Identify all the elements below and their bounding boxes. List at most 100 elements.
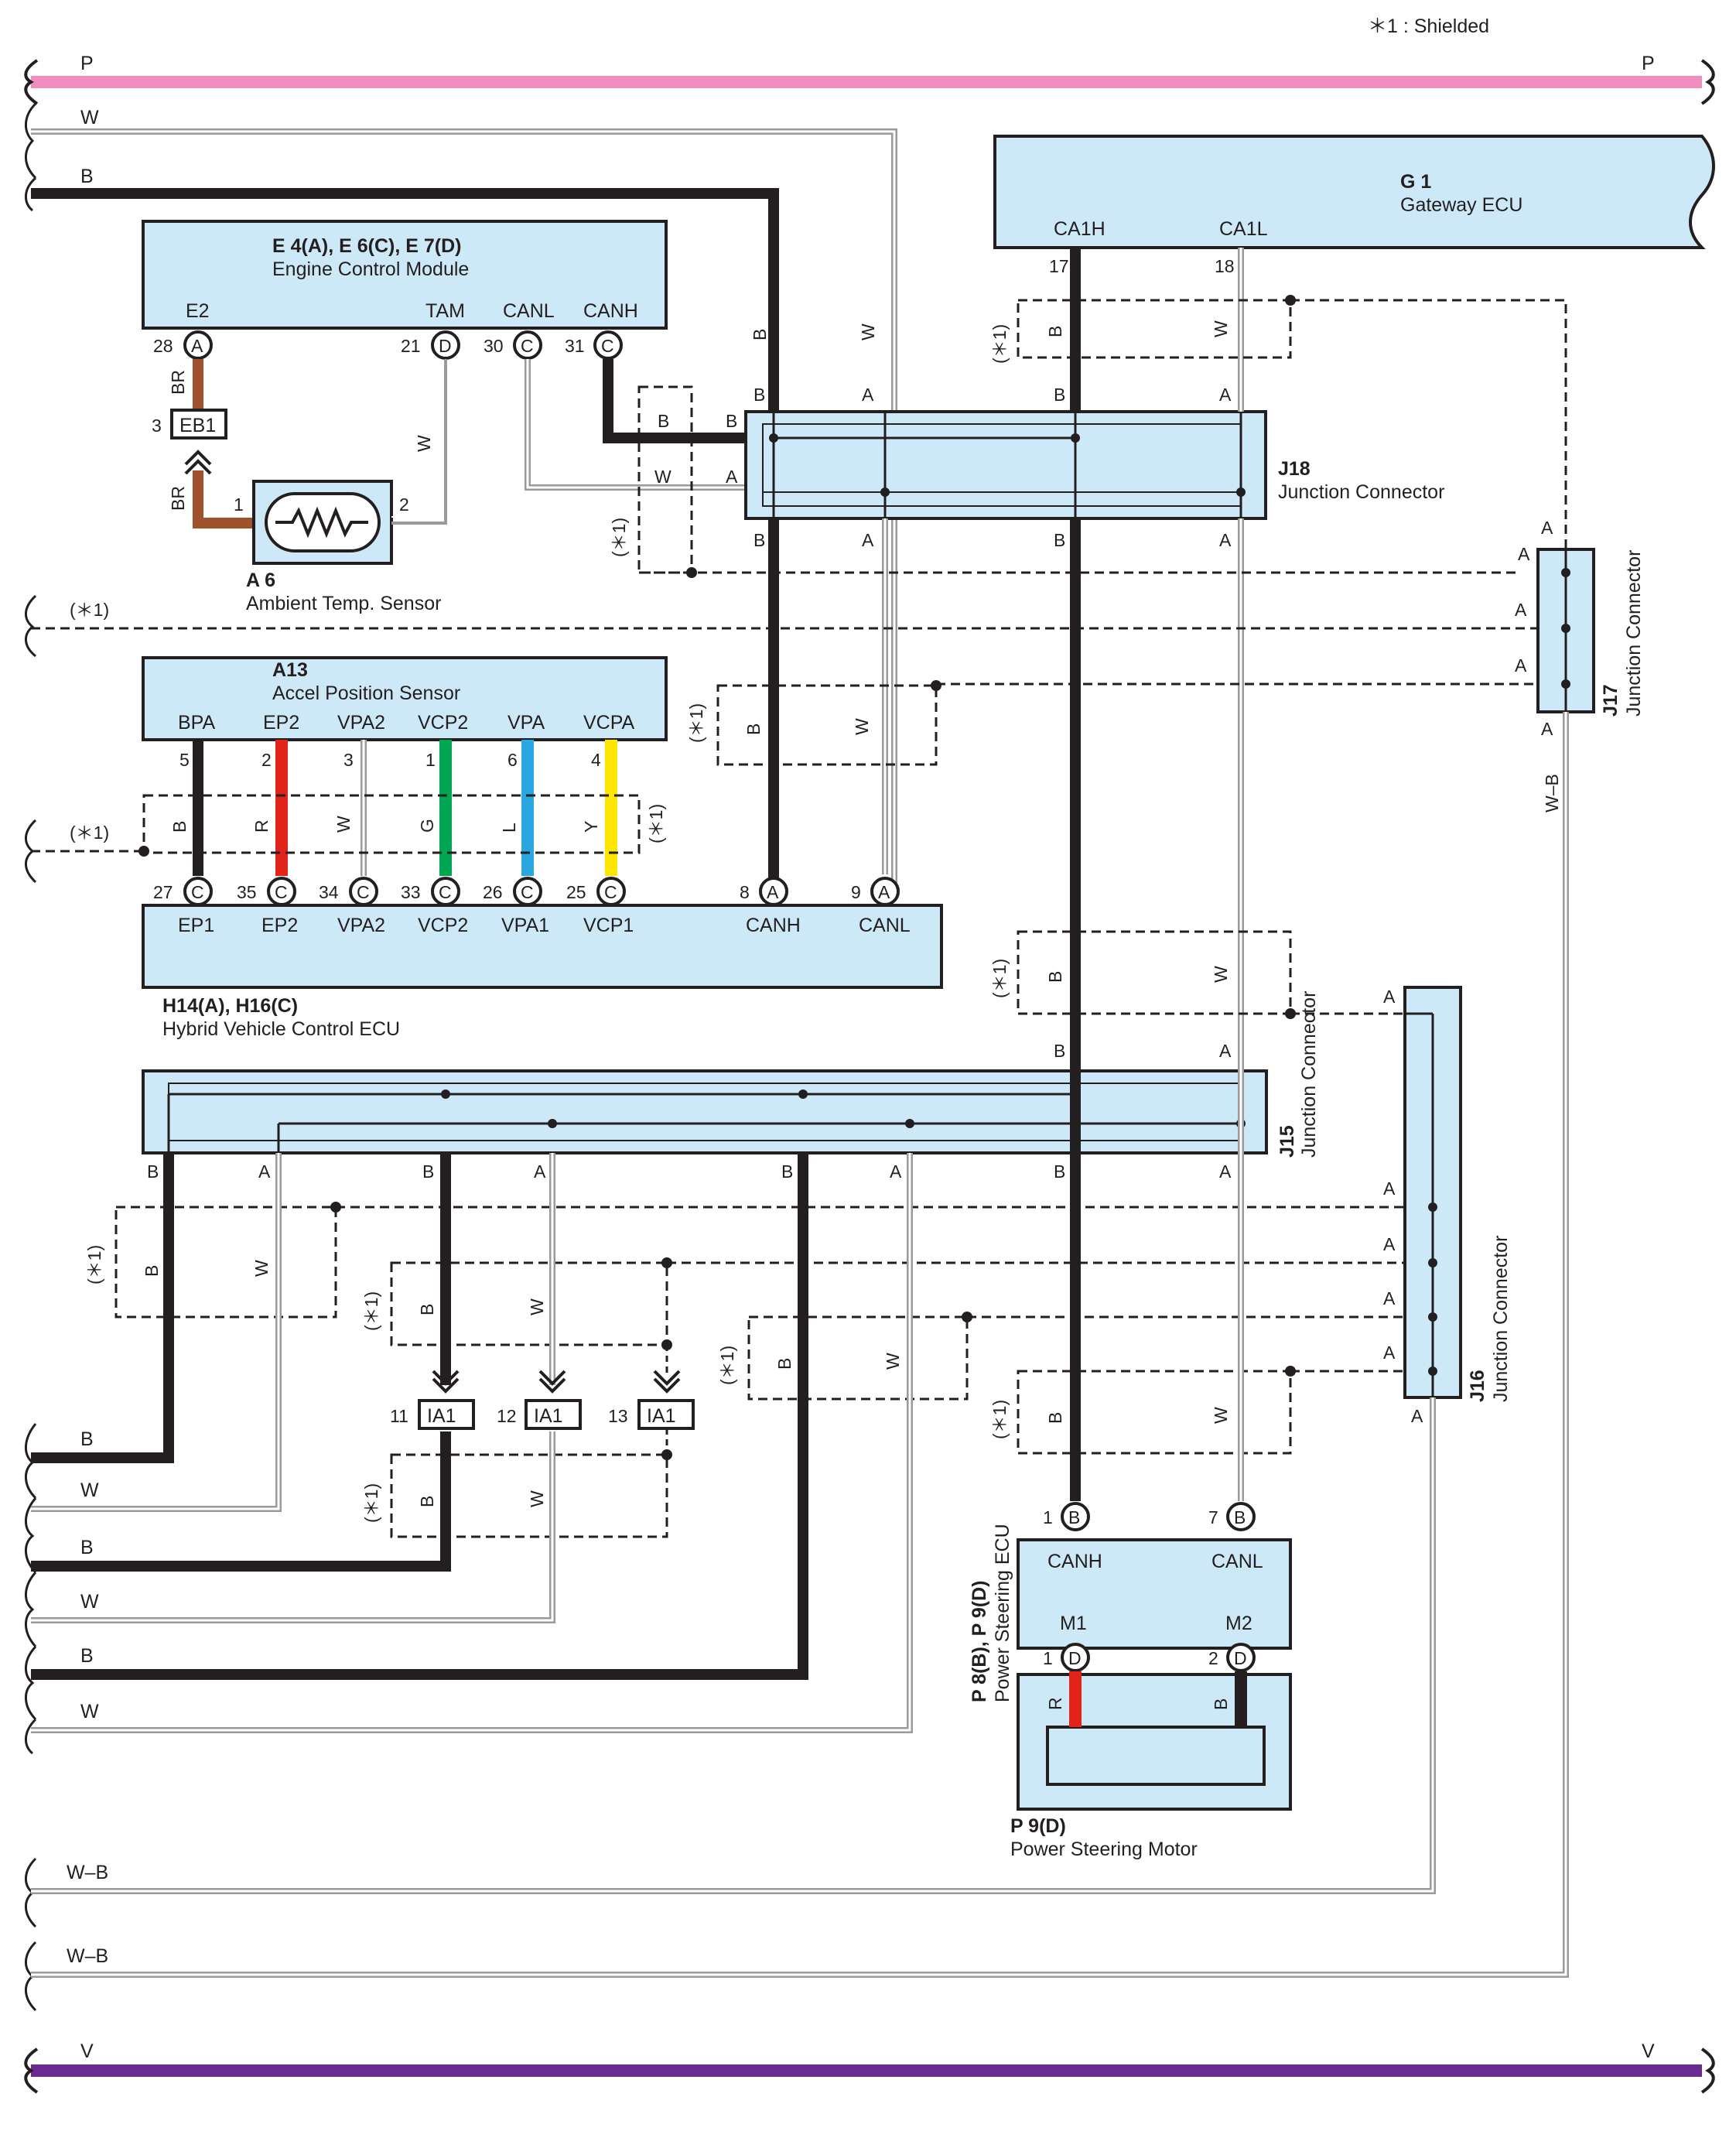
svg-text:A: A	[1411, 1406, 1423, 1426]
svg-text:W–B: W–B	[67, 1862, 108, 1883]
svg-text:B: B	[726, 411, 737, 431]
svg-text:EP2: EP2	[263, 712, 299, 734]
svg-text:A: A	[191, 336, 203, 356]
svg-text:IA1: IA1	[427, 1405, 456, 1427]
gateway-ref: G 1	[1400, 171, 1431, 193]
svg-text:12: 12	[497, 1406, 517, 1426]
svg-text:W: W	[527, 1490, 547, 1507]
svg-text:W: W	[414, 435, 434, 452]
svg-text:1: 1	[234, 494, 244, 515]
svg-text:W: W	[80, 1701, 99, 1722]
svg-text:IA1: IA1	[647, 1405, 676, 1427]
svg-text:A: A	[1219, 385, 1232, 405]
power-steering-motor: R B P 9(D) Power Steering Motor	[1010, 1671, 1292, 1860]
svg-text:B: B	[774, 1358, 795, 1370]
aps-name: Accel Position Sensor	[272, 682, 460, 704]
svg-text:M2: M2	[1225, 1613, 1252, 1634]
left-break-marks	[25, 102, 37, 2012]
svg-text:EP1: EP1	[178, 915, 214, 936]
svg-text:(＊1): (＊1)	[609, 518, 629, 557]
svg-text:W: W	[80, 107, 99, 128]
svg-text:A: A	[258, 1161, 271, 1182]
svg-text:30: 30	[484, 336, 504, 356]
bus-p-label-right: P	[1642, 53, 1655, 74]
svg-text:VPA1: VPA1	[501, 915, 549, 936]
j17-ref: J17	[1600, 684, 1622, 717]
ecm-pin-e2: E2	[186, 300, 210, 322]
svg-text:(＊1): (＊1)	[84, 1245, 104, 1284]
svg-text:1: 1	[425, 750, 436, 770]
svg-text:D: D	[439, 336, 452, 356]
svg-text:C: C	[275, 882, 288, 902]
svg-text:(＊1): (＊1)	[646, 804, 666, 843]
eb1-label: EB1	[179, 415, 216, 436]
svg-text:C: C	[439, 882, 452, 902]
svg-text:A: A	[862, 385, 874, 405]
svg-text:A: A	[1518, 544, 1530, 564]
lower-shields: B W (＊1) B W (＊1) B W (＊1) B W (＊1) B W …	[84, 1202, 1405, 1538]
svg-text:C: C	[191, 882, 204, 902]
svg-text:B: B	[417, 1304, 437, 1315]
svg-text:VPA2: VPA2	[337, 915, 385, 936]
svg-text:A: A	[890, 1161, 902, 1182]
svg-text:G: G	[417, 819, 437, 833]
ecm-pin-tam: TAM	[425, 300, 465, 322]
wire-e2-brown: EB1 3 BR BR	[152, 359, 254, 528]
svg-text:CANH: CANH	[1047, 1551, 1102, 1572]
svg-text:B: B	[754, 530, 765, 550]
svg-text:A: A	[1383, 1288, 1396, 1308]
svg-text:(＊1): (＊1)	[686, 703, 706, 743]
ground-bus-v: V V	[24, 2040, 1715, 2094]
svg-text:VPA: VPA	[507, 712, 545, 734]
svg-text:4: 4	[591, 750, 601, 770]
shielded-legend: ＊1 : Shielded	[1368, 15, 1489, 37]
svg-text:W: W	[333, 816, 354, 833]
svg-text:VCP2: VCP2	[418, 915, 468, 936]
svg-text:7: 7	[1208, 1507, 1218, 1527]
power-bus-p: P P	[24, 53, 1715, 105]
svg-text:A: A	[534, 1161, 546, 1182]
accel-position-sensor: A13 Accel Position Sensor BPA EP2 VPA2 V…	[142, 656, 668, 770]
svg-text:B: B	[1234, 1507, 1246, 1527]
bus-p-label-left: P	[80, 53, 94, 74]
j18-name: Junction Connector	[1278, 481, 1444, 503]
svg-text:35: 35	[237, 882, 257, 902]
svg-text:27: 27	[153, 882, 173, 902]
svg-text:B: B	[743, 723, 764, 735]
svg-text:B: B	[80, 166, 94, 187]
svg-text:A: A	[1515, 655, 1527, 676]
svg-text:D: D	[1068, 1648, 1082, 1668]
svg-text:B: B	[1045, 971, 1065, 983]
svg-text:VPA2: VPA2	[337, 712, 385, 734]
svg-text:BR: BR	[168, 370, 188, 395]
psecu-name: Power Steering ECU	[992, 1524, 1013, 1702]
svg-text:(＊1): (＊1)	[989, 1400, 1010, 1439]
wire-ecm-canh	[603, 359, 746, 443]
svg-text:B: B	[169, 821, 190, 833]
svg-text:W: W	[858, 323, 878, 340]
svg-text:A: A	[1219, 1041, 1232, 1061]
svg-text:26: 26	[483, 882, 503, 902]
svg-text:1: 1	[1043, 1648, 1053, 1668]
svg-text:1: 1	[1043, 1507, 1053, 1527]
svg-text:B: B	[80, 1645, 94, 1667]
svg-text:CANL: CANL	[1211, 1551, 1263, 1572]
svg-text:A: A	[1219, 530, 1232, 550]
svg-text:B: B	[1045, 326, 1065, 337]
svg-text:W: W	[1211, 966, 1231, 983]
svg-text:25: 25	[566, 882, 586, 902]
svg-text:A: A	[1383, 1234, 1396, 1254]
ia1-connectors: IA1 11 IA1 12 IA1 13	[390, 1370, 695, 1455]
j17-name: Junction Connector	[1623, 550, 1645, 717]
svg-text:B: B	[658, 411, 669, 431]
svg-text:W: W	[80, 1591, 99, 1613]
svg-text:B: B	[1054, 530, 1065, 550]
svg-text:28: 28	[153, 336, 173, 356]
svg-text:B: B	[80, 1537, 94, 1558]
svg-text:BR: BR	[168, 486, 188, 511]
svg-text:34: 34	[319, 882, 339, 902]
svg-text:9: 9	[851, 882, 861, 902]
j16-ref: J16	[1467, 1370, 1488, 1402]
power-steering-ecu: CANH CANL M1 M2 P 8(B), P 9(D) Power Ste…	[969, 1524, 1292, 1702]
svg-text:C: C	[521, 336, 534, 356]
